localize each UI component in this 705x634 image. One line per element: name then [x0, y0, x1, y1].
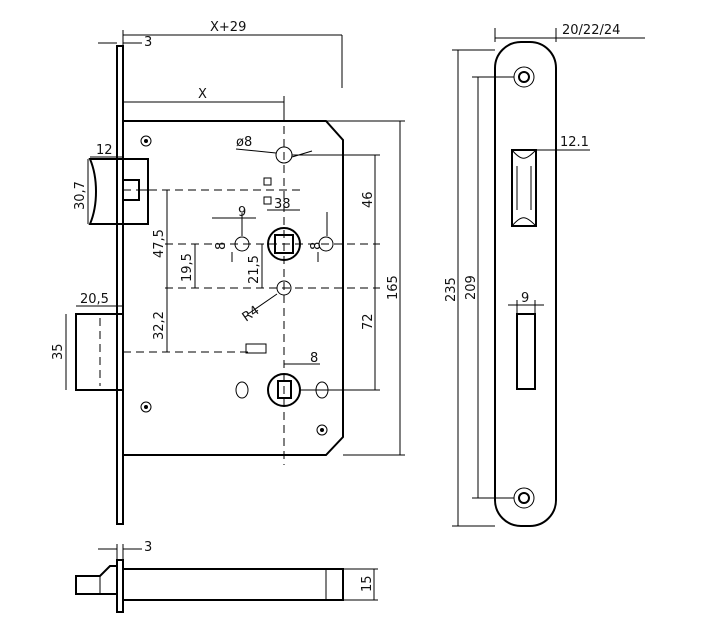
marker-square-2 [263, 196, 272, 205]
side-view: 20/22/24 12.1 235 209 9 [444, 23, 645, 527]
dim-8-bottom: 8 [310, 351, 318, 366]
dim-8-right: 8 [309, 242, 324, 250]
dim-12: 12 [96, 143, 113, 158]
deadbolt-opening [516, 313, 536, 390]
dim-x: X [198, 87, 207, 102]
deadbolt [75, 313, 124, 391]
dim-3-top: 3 [144, 35, 152, 50]
forend-plate [116, 45, 124, 525]
dim-20-22-24: 20/22/24 [562, 23, 620, 38]
dim-hole-dia: ø8 [236, 135, 252, 150]
dim-46: 46 [361, 191, 376, 208]
forend-face [494, 41, 557, 527]
dim-32-2: 32,2 [152, 311, 167, 340]
dimension-lines [65, 30, 405, 456]
small-slot [245, 343, 267, 354]
bottom-view: 3 15 [75, 540, 378, 613]
latch-opening [511, 149, 537, 227]
bottom-case [123, 568, 344, 601]
dim-72: 72 [361, 313, 376, 330]
screw-bottom-right [316, 424, 328, 436]
screw-top-left [140, 135, 152, 147]
lock-case-body [123, 120, 344, 456]
front-view: X+29 3 X ø8 12 30,7 46 38 9 8 8 47,5 19,… [51, 20, 405, 525]
dim-165: 165 [386, 275, 401, 300]
latch-bolt [88, 158, 149, 225]
dim-21-5: 21,5 [247, 255, 262, 284]
dim-8-left: 8 [214, 242, 229, 250]
side-dimension-lines [452, 28, 645, 527]
dim-35: 35 [51, 343, 66, 360]
dim-19-5: 19,5 [180, 253, 195, 282]
dim-9-side: 9 [521, 291, 529, 306]
dim-12-1: 12.1 [560, 135, 589, 150]
screw-bottom-left [140, 401, 152, 413]
dim-30-7: 30,7 [73, 181, 88, 210]
dim-235: 235 [444, 277, 459, 302]
marker-square-1 [263, 177, 272, 186]
dim-x-plus-29: X+29 [210, 20, 246, 35]
dim-9: 9 [238, 205, 246, 220]
dim-3-bottom: 3 [144, 540, 152, 555]
bottom-dimension-lines [98, 544, 378, 601]
dim-15: 15 [360, 575, 375, 592]
dim-38: 38 [274, 197, 291, 212]
dim-20-5: 20,5 [80, 292, 109, 307]
forend-screw-top [513, 66, 535, 88]
bottom-latch [75, 565, 118, 595]
dim-209: 209 [464, 275, 479, 300]
dim-47-5: 47,5 [152, 229, 167, 258]
forend-screw-bottom [513, 487, 535, 509]
